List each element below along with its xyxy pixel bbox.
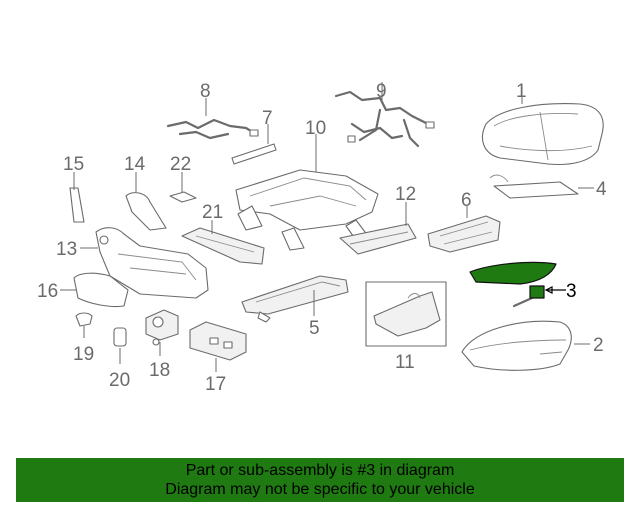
info-banner: Part or sub-assembly is #3 in diagram Di… (16, 458, 624, 502)
part-15-panel[interactable] (69, 187, 85, 223)
callout-16: 16 (37, 281, 58, 302)
part-18-switch[interactable] (145, 309, 179, 346)
part-11-trim[interactable] (365, 281, 447, 347)
part-4-pad[interactable] (489, 174, 579, 199)
callout-10: 10 (305, 118, 326, 139)
callout-7: 7 (262, 108, 273, 129)
callout-14: 14 (124, 154, 146, 175)
part-1-cushion-cover[interactable] (482, 103, 604, 166)
part-7-rod[interactable] (231, 143, 277, 165)
part-17-control-module[interactable] (189, 321, 247, 361)
callout-15: 15 (63, 154, 84, 175)
banner-line-1: Part or sub-assembly is #3 in diagram (185, 462, 455, 479)
callout-6: 6 (461, 190, 472, 211)
part-22-pad[interactable] (169, 191, 197, 203)
part-12-bracket[interactable] (339, 223, 417, 255)
callout-20: 20 (109, 370, 130, 391)
callout-13: 13 (56, 239, 77, 260)
callout-2: 2 (593, 335, 604, 356)
part-6-cushion-pad[interactable] (427, 215, 501, 253)
part-8-harness[interactable] (166, 118, 259, 140)
part-20-cap[interactable] (113, 327, 127, 347)
callout-4: 4 (596, 179, 607, 200)
callout-1: 1 (516, 81, 527, 102)
callout-3: 3 (566, 281, 577, 302)
parts-diagram: 1 4 6 3 2 9 (37, 81, 607, 395)
callout-9: 9 (376, 81, 387, 102)
banner-line-2: Diagram may not be specific to your vehi… (165, 481, 475, 498)
part-14-trim[interactable] (125, 192, 167, 231)
part-19-knob[interactable] (75, 312, 93, 327)
part-2-cushion-foam[interactable] (461, 320, 572, 371)
callout-22: 22 (170, 154, 191, 175)
callout-8: 8 (200, 81, 211, 102)
part-5-track[interactable] (241, 275, 349, 323)
callout-12: 12 (395, 184, 416, 205)
part-9-wiring-harness[interactable] (334, 90, 435, 148)
callout-21: 21 (202, 202, 223, 223)
part-3-occupant-sensor[interactable] (469, 261, 557, 308)
part-16-trim-strip[interactable] (73, 272, 129, 308)
part-21-rail[interactable] (181, 227, 265, 265)
callout-17: 17 (205, 374, 226, 395)
callout-18: 18 (149, 360, 170, 381)
callout-19: 19 (73, 344, 94, 365)
part-13-side-shield[interactable] (95, 227, 209, 299)
callout-5: 5 (309, 318, 320, 339)
callout-11: 11 (395, 352, 415, 373)
